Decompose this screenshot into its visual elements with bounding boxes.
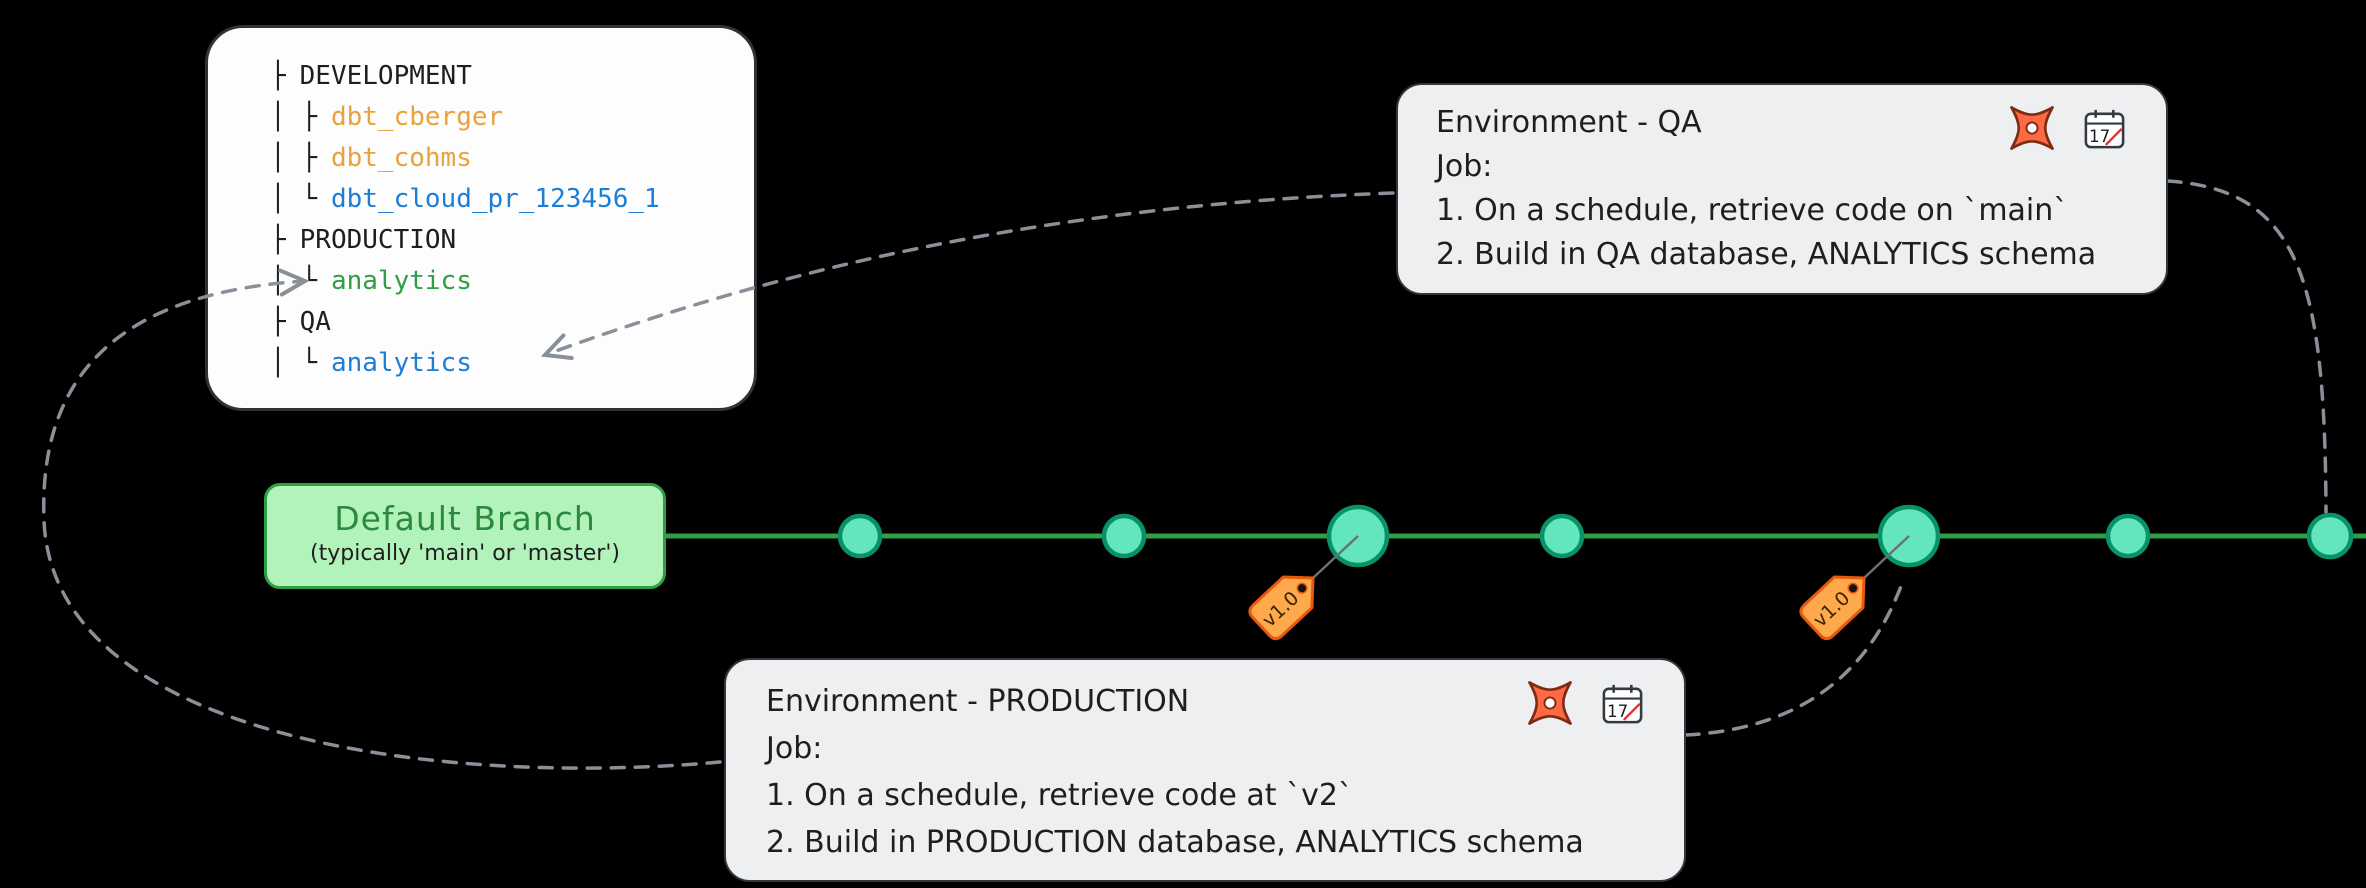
- tree-node-label: PRODUCTION: [299, 225, 457, 255]
- default-branch-label: Default Branch: [334, 499, 596, 538]
- tree-node-label: dbt_cloud_pr_123456_1: [330, 184, 660, 214]
- tree-row-dev-schema: │ ├ dbt_cohms: [270, 138, 754, 179]
- qa-environment-card: Environment - QA Job: 1. On a schedule, …: [1396, 83, 2168, 295]
- prod-card-job-label: Job:: [766, 731, 823, 766]
- tree-row-production: ├ PRODUCTION: [270, 220, 754, 261]
- tree-row-qa-schema: │ └ analytics: [270, 343, 754, 384]
- qa-card-step-2: 2. Build in QA database, ANALYTICS schem…: [1436, 237, 2097, 272]
- tree-node-label: analytics: [330, 266, 472, 296]
- tree-node-label: analytics: [330, 348, 472, 378]
- dbt-scheduler-icon: [2010, 106, 2054, 150]
- schema-tree-card: ├ DEVELOPMENT │ ├ dbt_cberger │ ├ dbt_cohms…: [205, 25, 757, 411]
- qa-card-icons: 17: [2003, 99, 2128, 157]
- connector-prod-card-to-commit: [1684, 576, 1906, 737]
- tree-branch-glyph: ├: [270, 307, 286, 337]
- tree-branch-glyph: │ └: [270, 266, 317, 296]
- prod-card-step-1: 1. On a schedule, retrieve code at `v2`: [766, 778, 1353, 813]
- tree-node-label: DEVELOPMENT: [299, 61, 472, 91]
- dbt-scheduler-icon: [1528, 681, 1572, 725]
- tag-string: [1312, 535, 1359, 579]
- qa-card-step-1: 1. On a schedule, retrieve code on `main…: [1436, 193, 2069, 228]
- connector-qa-card-to-commit: [2166, 179, 2328, 514]
- calendar-icon: 17: [2084, 109, 2125, 148]
- tree-branch-glyph: ├: [270, 61, 286, 91]
- tree-row-dev-schema: │ ├ dbt_cberger: [270, 97, 754, 138]
- qa-card-title: Environment - QA: [1436, 105, 1702, 140]
- default-branch-sublabel: (typically 'main' or 'master'): [310, 541, 620, 566]
- default-branch-box: Default Branch (typically 'main' or 'mas…: [264, 483, 666, 589]
- tree-branch-glyph: │ ├: [270, 102, 317, 132]
- calendar-icon: 17: [1602, 684, 1643, 723]
- tree-node-label: dbt_cohms: [330, 143, 472, 173]
- tree-branch-glyph: │ ├: [270, 143, 317, 173]
- tree-node-label: dbt_cberger: [330, 102, 504, 132]
- release-tag-icon: v1.0: [1248, 575, 1315, 641]
- tree-branch-glyph: │ └: [270, 184, 317, 214]
- commit-node: [2105, 513, 2151, 559]
- production-environment-card: Environment - PRODUCTION Job: 1. On a sc…: [724, 658, 1686, 882]
- tree-row-pr-schema: │ └ dbt_cloud_pr_123456_1: [270, 179, 754, 220]
- commit-node: [1539, 513, 1585, 559]
- prod-card-title: Environment - PRODUCTION: [766, 684, 1190, 719]
- tree-row-prod-schema: │ └ analytics: [270, 261, 754, 302]
- tree-row-development: ├ DEVELOPMENT: [270, 56, 754, 97]
- qa-card-job-label: Job:: [1436, 149, 1493, 184]
- tag-string: [1863, 535, 1910, 579]
- tree-branch-glyph: │ └: [270, 348, 317, 378]
- commit-node: [2306, 512, 2354, 560]
- tree-node-label: QA: [299, 307, 331, 337]
- tree-branch-glyph: ├: [270, 225, 286, 255]
- release-tag-icon: v1.0: [1799, 575, 1866, 641]
- calendar-date: 17: [2089, 127, 2110, 146]
- commit-node: [1101, 513, 1147, 559]
- calendar-date: 17: [1607, 702, 1628, 721]
- tree-row-qa: ├ QA: [270, 302, 754, 343]
- commit-node: [837, 513, 883, 559]
- prod-card-icons: 17: [1521, 674, 1646, 732]
- prod-card-step-2: 2. Build in PRODUCTION database, ANALYTI…: [766, 825, 1584, 860]
